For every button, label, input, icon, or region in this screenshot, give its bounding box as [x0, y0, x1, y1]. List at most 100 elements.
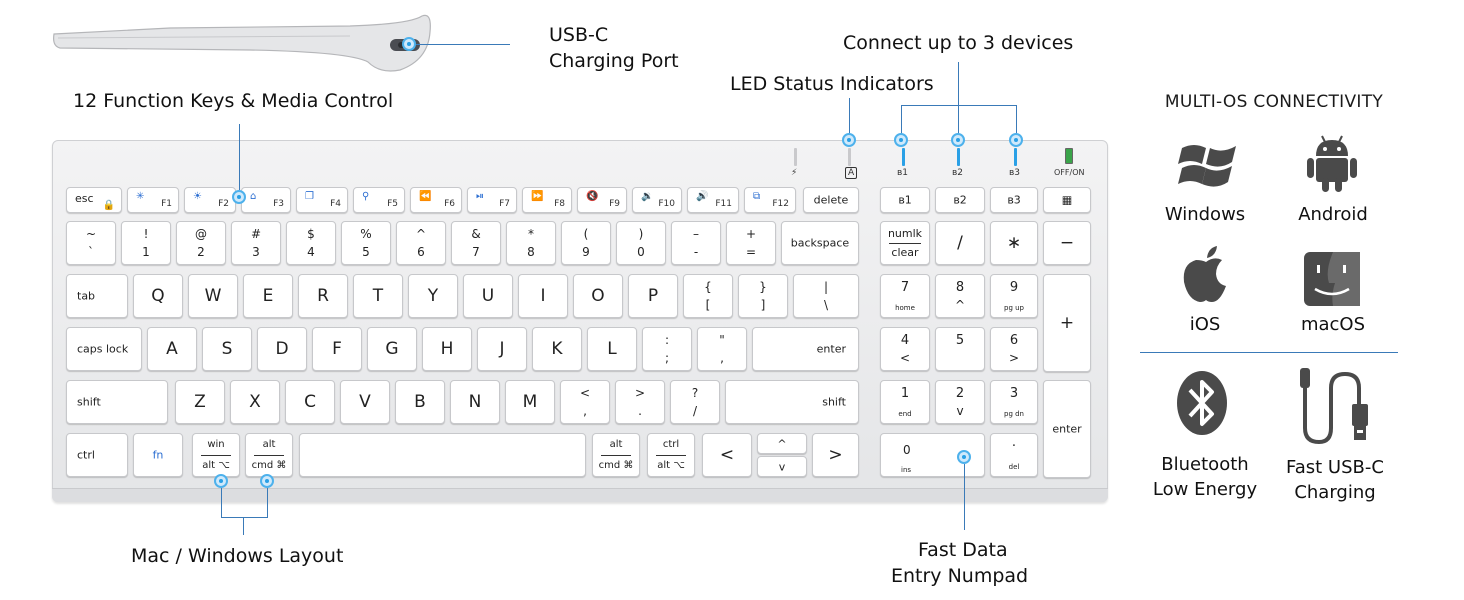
key-y[interactable]: Y: [408, 274, 458, 318]
ctrl-key[interactable]: ctrl: [66, 433, 128, 477]
key-5[interactable]: %5: [341, 221, 391, 265]
arrow-right-key[interactable]: >: [812, 433, 859, 477]
key-w[interactable]: W: [188, 274, 238, 318]
semicolon-key[interactable]: :;: [642, 327, 692, 371]
numpad-enter-key[interactable]: enter: [1043, 380, 1091, 478]
numpad-6-key[interactable]: 6>: [990, 327, 1038, 371]
backspace-key[interactable]: backspace: [781, 221, 859, 265]
space-bar[interactable]: [299, 433, 586, 477]
key-e[interactable]: E: [243, 274, 293, 318]
f12-key[interactable]: ⧉F12: [744, 187, 796, 213]
bluetooth-label-line2: Low Energy: [1152, 479, 1258, 500]
key-1[interactable]: !1: [121, 221, 171, 265]
key-0[interactable]: )0: [616, 221, 666, 265]
key-c[interactable]: C: [285, 380, 335, 424]
f10-key[interactable]: 🔉F10: [632, 187, 682, 213]
numpad-dot-key[interactable]: ·del: [990, 433, 1038, 477]
key-o[interactable]: O: [573, 274, 623, 318]
f4-key[interactable]: ❐F4: [296, 187, 348, 213]
key-2[interactable]: @2: [176, 221, 226, 265]
key-j[interactable]: J: [477, 327, 527, 371]
enter-key[interactable]: enter: [752, 327, 859, 371]
key-d[interactable]: D: [257, 327, 307, 371]
key-k[interactable]: K: [532, 327, 582, 371]
key-s[interactable]: S: [202, 327, 252, 371]
equals-key[interactable]: +=: [726, 221, 776, 265]
key-9[interactable]: (9: [561, 221, 611, 265]
comma-key[interactable]: <,: [560, 380, 610, 424]
numpad-divide-key[interactable]: /: [935, 221, 985, 265]
bt3-key[interactable]: ʙ3: [990, 187, 1038, 213]
key-t[interactable]: T: [353, 274, 403, 318]
key-z[interactable]: Z: [175, 380, 225, 424]
key-3[interactable]: #3: [231, 221, 281, 265]
key-4[interactable]: $4: [286, 221, 336, 265]
delete-key[interactable]: delete: [803, 187, 859, 213]
bt1-key[interactable]: ʙ1: [880, 187, 930, 213]
arrow-left-key[interactable]: <: [702, 433, 752, 477]
left-shift-key[interactable]: shift: [66, 380, 168, 424]
caps-lock-key[interactable]: caps lock: [66, 327, 142, 371]
minus-key[interactable]: –-: [671, 221, 721, 265]
f6-key[interactable]: ⏪F6: [410, 187, 462, 213]
calculator-key[interactable]: ▦: [1043, 187, 1091, 213]
f1-key[interactable]: ✳F1: [127, 187, 179, 213]
f9-key[interactable]: 🔇F9: [577, 187, 627, 213]
key-8[interactable]: *8: [506, 221, 556, 265]
numpad-multiply-key[interactable]: ∗: [990, 221, 1038, 265]
quote-key[interactable]: ",: [697, 327, 747, 371]
power-switch[interactable]: [1065, 148, 1073, 164]
key-l[interactable]: L: [587, 327, 637, 371]
arrow-down-key[interactable]: v: [757, 456, 807, 477]
numpad-8-key[interactable]: 8^: [935, 274, 985, 318]
fn-key[interactable]: fn: [133, 433, 183, 477]
right-bracket-key[interactable]: }]: [738, 274, 788, 318]
period-key[interactable]: >.: [615, 380, 665, 424]
backslash-key[interactable]: |\: [793, 274, 859, 318]
key-u[interactable]: U: [463, 274, 513, 318]
key-b[interactable]: B: [395, 380, 445, 424]
key-x[interactable]: X: [230, 380, 280, 424]
left-bracket-key[interactable]: {[: [683, 274, 733, 318]
key-i[interactable]: I: [518, 274, 568, 318]
key-r[interactable]: R: [298, 274, 348, 318]
numpad-minus-key[interactable]: −: [1043, 221, 1091, 265]
f3-key[interactable]: ⌂F3: [241, 187, 291, 213]
key-a[interactable]: A: [147, 327, 197, 371]
right-shift-key[interactable]: shift: [725, 380, 859, 424]
arrow-up-key[interactable]: ^: [757, 433, 807, 454]
tab-key[interactable]: tab: [66, 274, 128, 318]
key-q[interactable]: Q: [133, 274, 183, 318]
numpad-5-key[interactable]: 5: [935, 327, 985, 371]
key-m[interactable]: M: [505, 380, 555, 424]
f2-key[interactable]: ☀F2: [184, 187, 236, 213]
f7-key[interactable]: ⏯F7: [467, 187, 517, 213]
key-7[interactable]: &7: [451, 221, 501, 265]
f11-key[interactable]: 🔊F11: [687, 187, 739, 213]
key-f[interactable]: F: [312, 327, 362, 371]
key-6[interactable]: ^6: [396, 221, 446, 265]
slash-key[interactable]: ?/: [670, 380, 720, 424]
f8-key[interactable]: ⏩F8: [522, 187, 572, 213]
key-n[interactable]: N: [450, 380, 500, 424]
key-v[interactable]: V: [340, 380, 390, 424]
numpad-plus-key[interactable]: +: [1043, 274, 1091, 372]
bt2-key[interactable]: ʙ2: [935, 187, 985, 213]
tilde-key[interactable]: ~`: [66, 221, 116, 265]
key-g[interactable]: G: [367, 327, 417, 371]
numpad-4-key[interactable]: 4<: [880, 327, 930, 371]
esc-key[interactable]: esc🔒: [66, 187, 122, 213]
key-h[interactable]: H: [422, 327, 472, 371]
f5-key[interactable]: ⚲F5: [353, 187, 405, 213]
key-p[interactable]: P: [628, 274, 678, 318]
